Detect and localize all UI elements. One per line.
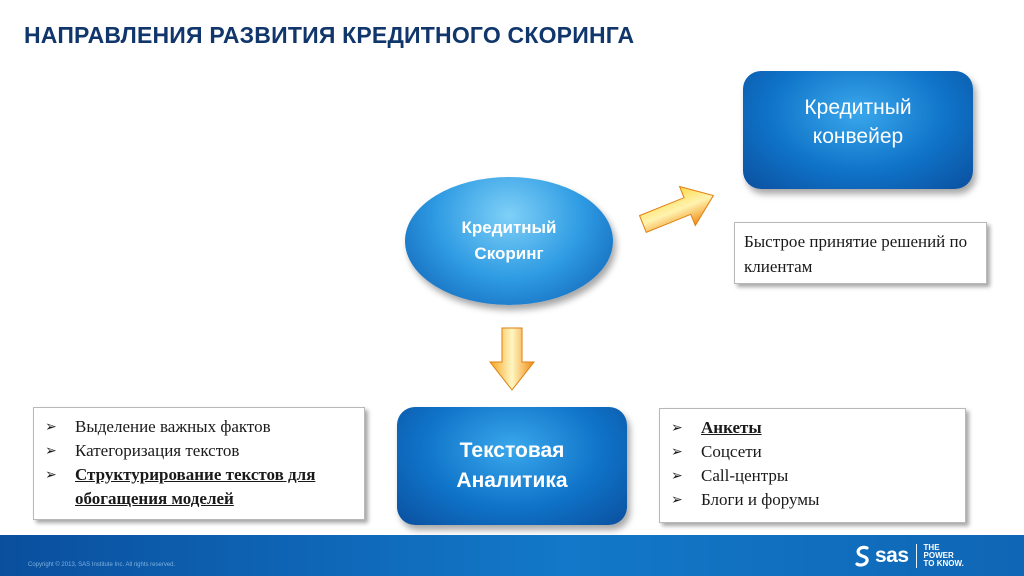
list-item: ➢Анкеты [668,416,957,440]
bullet-arrow-icon: ➢ [45,419,57,435]
text-analytics-label: Текстовая Аналитика [456,439,568,492]
data-sources-box: ➢Анкеты ➢Соцсети ➢Call-центры ➢Блоги и ф… [659,408,966,523]
logo-divider [915,544,917,568]
bullet-arrow-icon: ➢ [45,467,57,483]
credit-pipeline-label: Кредитный конвейер [804,96,912,148]
arrow-right-up-icon [638,185,715,233]
data-sources-list: ➢Анкеты ➢Соцсети ➢Call-центры ➢Блоги и ф… [668,416,957,512]
credit-scoring-oval: Кредитный Скоринг [405,177,613,305]
sas-tagline: THE POWER TO KNOW. [923,543,964,568]
arrow-down-icon [488,327,536,391]
quick-decisions-box: Быстрое принятие решений по клиентам [734,222,987,284]
list-item: ➢Структурирование текстов для обогащения… [45,465,316,508]
page-title: НАПРАВЛЕНИЯ РАЗВИТИЯ КРЕДИТНОГО СКОРИНГА [24,22,635,48]
sas-swirl-icon [855,545,869,567]
text-analytics-box: Текстовая Аналитика [397,407,627,525]
footer-bar: Copyright © 2013, SAS Institute Inc. All… [0,535,1024,576]
list-item: ➢Блоги и форумы [668,488,957,512]
bullet-arrow-icon: ➢ [671,420,683,436]
text-tasks-box: ➢Выделение важных фактов ➢Категоризация … [33,407,365,520]
credit-scoring-label: Кредитный Скоринг [461,218,557,263]
bullet-arrow-icon: ➢ [671,444,683,460]
list-item: ➢Выделение важных фактов [42,415,356,439]
bullet-arrow-icon: ➢ [671,468,683,484]
credit-pipeline-box: Кредитный конвейер [743,71,973,189]
list-item: ➢Категоризация текстов [42,439,356,463]
list-item: ➢Call-центры [668,464,957,488]
sas-logo: sas THE POWER TO KNOW. [852,544,964,568]
list-item: ➢Соцсети [668,440,957,464]
copyright-text: Copyright © 2013, SAS Institute Inc. All… [28,562,176,568]
text-tasks-list: ➢Выделение важных фактов ➢Категоризация … [42,415,356,511]
sas-wordmark: sas [875,544,909,567]
bullet-arrow-icon: ➢ [671,492,683,508]
bullet-arrow-icon: ➢ [45,443,57,459]
quick-decisions-text: Быстрое принятие решений по клиентам [744,232,968,276]
